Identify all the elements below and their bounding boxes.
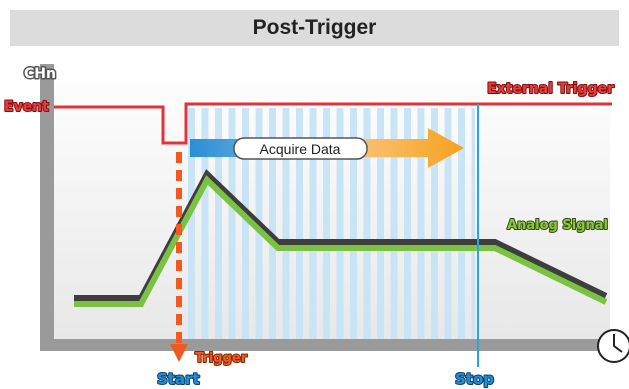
- acquire-data-box: [233, 137, 368, 160]
- clock-icon: [597, 329, 629, 363]
- event-label: Event: [4, 99, 49, 115]
- channel-label: CHn: [24, 66, 56, 82]
- start-label: Start: [157, 370, 200, 388]
- x-axis: [40, 339, 610, 351]
- title-bar: Post-Trigger: [10, 10, 619, 46]
- analog-signal-label: Analog Signal: [507, 218, 608, 233]
- stop-label: Stop: [455, 370, 494, 388]
- analog-signal-shadow: [74, 169, 608, 301]
- analog-signal-line: [74, 175, 608, 307]
- trigger-label: Trigger: [195, 351, 248, 366]
- diagram-title: Post-Trigger: [252, 16, 377, 39]
- external-trigger-label: External Trigger: [487, 81, 614, 97]
- event-line: [54, 102, 612, 145]
- trigger-arrow-head: [170, 344, 188, 362]
- acquire-data-label: Acquire Data: [260, 141, 341, 157]
- y-axis: [40, 64, 54, 351]
- acquire-data-arrow: Acquire Data: [190, 128, 464, 168]
